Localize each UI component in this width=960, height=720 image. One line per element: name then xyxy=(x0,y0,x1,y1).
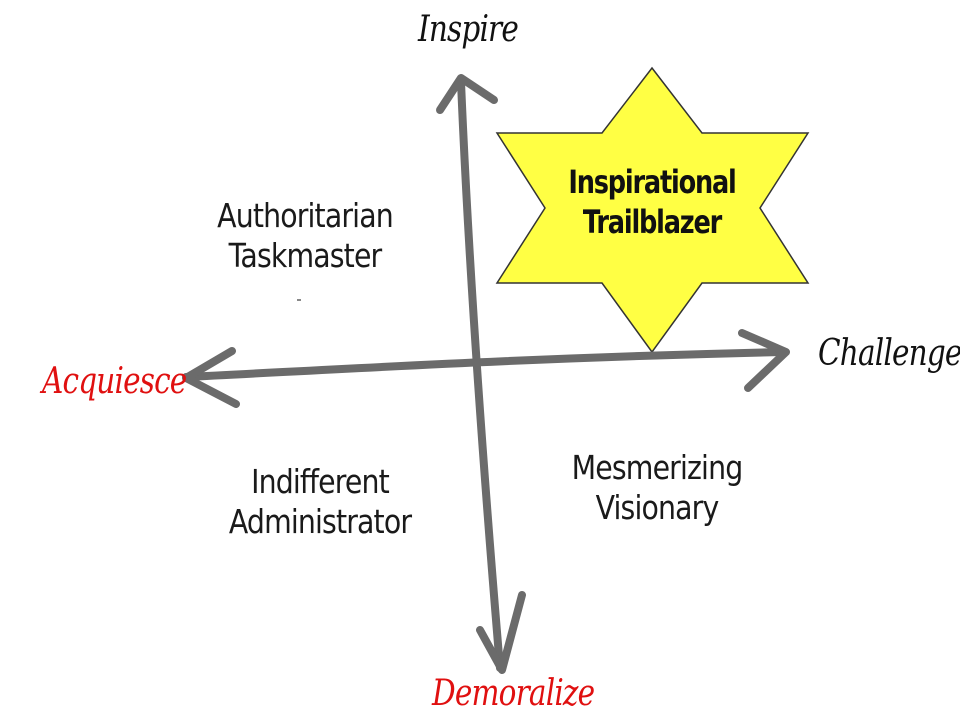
quadrant-bottom-left-line-2: Administrator xyxy=(228,502,412,541)
quadrant-top-left-line-2: Taskmaster xyxy=(228,236,383,275)
quadrant-bottom-left-line-1: Indifferent xyxy=(251,462,390,501)
vertical-axis-line xyxy=(457,78,504,672)
axis-label-left: Acquiesce xyxy=(42,361,187,402)
quadrant-bottom-right-line-1: Mesmerizing xyxy=(571,448,744,487)
quadrant-top-right-line-2: Trailblazer xyxy=(582,203,722,241)
quadrant-bottom-right-line-2: Visionary xyxy=(595,488,720,527)
horizontal-axis-line xyxy=(182,348,786,381)
arrowhead-bottom-icon xyxy=(476,591,526,674)
axis-label-right: Challenge xyxy=(818,333,960,374)
quadrant-bottom-left-label: Indifferent Administrator xyxy=(208,462,432,542)
arrowhead-right-icon xyxy=(738,329,790,392)
quadrant-top-left-line-1: Authoritarian xyxy=(217,196,394,235)
quadrant-bottom-right-label: Mesmerizing Visionary xyxy=(550,448,765,528)
quadrant-top-left-label: Authoritarian Taskmaster xyxy=(198,196,413,276)
axis-label-top: Inspire xyxy=(418,9,519,50)
quadrant-top-right-line-1: Inspirational xyxy=(568,163,736,201)
axis-label-bottom: Demoralize xyxy=(432,673,595,714)
quadrant-top-right-label: Inspirational Trailblazer xyxy=(556,162,748,242)
arrowhead-top-icon xyxy=(436,74,498,114)
arrowhead-left-icon xyxy=(182,347,240,408)
